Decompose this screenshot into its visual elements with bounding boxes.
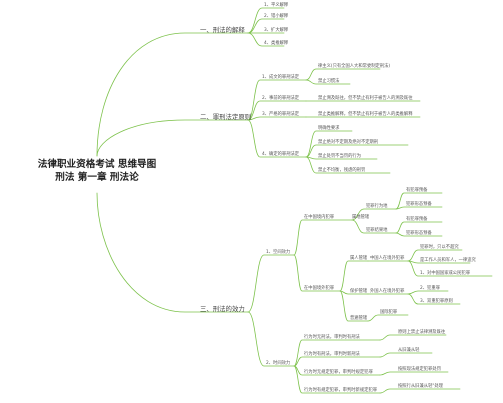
space-leaf: 有犯罪预备 xyxy=(406,188,428,193)
section-legality-principle: 二、罪刑法定原则 xyxy=(200,113,252,121)
legality-note: 禁止溯及既往，但不禁止有利于被告人的溯及既往 xyxy=(318,96,413,101)
legality-note: 禁止类推解释，但不禁止有利于被告人的类推解释 xyxy=(318,112,413,117)
effect-item: 1、空间效力 xyxy=(266,250,291,255)
space-leaf: 1、对中国国家或公民犯罪 xyxy=(420,271,470,276)
time-rule: 从旧兼从轻 xyxy=(398,348,420,353)
map-title-line2: 刑法 第一章 刑法论 xyxy=(55,172,139,183)
legality-item: 2、事前的罪刑法定 xyxy=(262,96,300,101)
section-effect: 三、刑法的效力 xyxy=(200,305,245,313)
space-node: 属人管辖 xyxy=(350,256,368,261)
space-node: 在中国境内犯罪 xyxy=(304,215,335,220)
time-case: 行为时有刑法，审判时新刑法 xyxy=(304,352,360,357)
space-node: 普遍管辖 xyxy=(350,316,368,321)
time-case: 行为时无刑法，审判时有刑法 xyxy=(304,335,360,340)
interpretation-item: 1、平义解释 xyxy=(264,3,289,8)
space-leaf: 犯罪形态预备 xyxy=(406,202,432,207)
legality-note: 明确性要求 xyxy=(318,126,340,131)
interpretation-item: 2、错小解释 xyxy=(264,14,289,19)
time-rule: 原则上禁止法律溯及既往 xyxy=(398,330,446,335)
legality-note: 禁止处罚不当罚的行为 xyxy=(318,154,361,159)
legality-item: 1、成文的罪刑法定 xyxy=(262,75,300,80)
time-case: 行为时无规定犯罪，审判时规定犯罪 xyxy=(304,370,373,375)
space-leaf: 国际犯罪 xyxy=(380,310,398,315)
space-node: 犯罪结果地 xyxy=(366,228,388,233)
legality-note: 禁止习惯法 xyxy=(318,79,340,84)
section-interpretation: 一、刑法的解释 xyxy=(200,26,245,34)
interpretation-item: 3、扩大解释 xyxy=(264,28,289,33)
map-title-line1: 法律职业资格考试 思维导图 xyxy=(37,159,157,170)
time-rule: 按照行从旧兼从轻"处理 xyxy=(398,384,443,389)
map-title: 法律职业资格考试 思维导图 刑法 第一章 刑法论 xyxy=(24,158,170,184)
time-rule: 按照现法规定犯罪处罚 xyxy=(398,367,441,372)
time-case: 行为时有规定犯罪，审判时新规定犯罪 xyxy=(304,388,378,393)
space-leaf: 犯罪形态预备 xyxy=(406,231,432,236)
legality-item: 4、确定的罪刑法定 xyxy=(262,152,300,157)
space-leaf: 2、犯重罪 xyxy=(420,286,440,291)
space-node: 外国人在境外犯罪 xyxy=(370,289,405,294)
space-leaf: 有犯罪预备 xyxy=(406,217,428,222)
space-node: 犯罪行为地 xyxy=(366,204,388,209)
space-node: 中国人在境外犯罪 xyxy=(370,256,405,261)
space-node: 保护管辖 xyxy=(350,289,368,294)
space-node: 属地管辖 xyxy=(352,215,370,220)
space-leaf: 犯罪时，只以不超究 xyxy=(420,245,459,250)
legality-note: 禁止绝对不定期及绝对不定期刑 xyxy=(318,140,379,145)
legality-note: 禁止不均衡，残虐的刑罚 xyxy=(318,168,366,173)
space-leaf: 3、双重犯罪原则 xyxy=(420,299,453,304)
effect-item: 2、时间效力 xyxy=(266,361,291,366)
interpretation-item: 4、类推解释 xyxy=(264,41,289,46)
legality-note: 律主义(只有全国人大和常委制定刑法) xyxy=(318,64,391,69)
legality-item: 3、严格的罪刑法定 xyxy=(262,112,300,117)
space-node: 在中国境外犯罪 xyxy=(304,286,335,291)
space-leaf: 是工作人员和军人，一律追究 xyxy=(420,258,476,263)
